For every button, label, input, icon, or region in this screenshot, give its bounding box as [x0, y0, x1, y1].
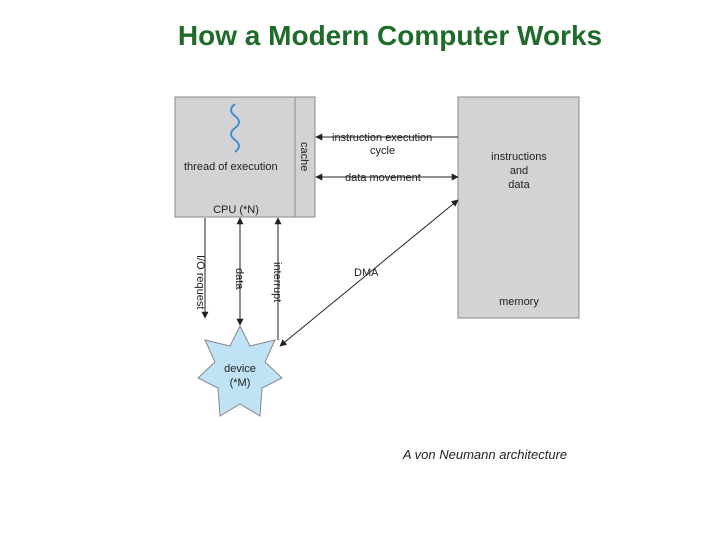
- device-block: device (*M): [197, 324, 283, 417]
- cache-label: cache: [298, 142, 310, 171]
- data-movement-label: data movement: [345, 172, 421, 184]
- data-label: data: [233, 268, 245, 290]
- memory-block: instructions and data memory: [457, 96, 580, 319]
- memory-content-line1: instructions: [491, 151, 547, 163]
- cpu-block: thread of execution cache CPU (*N): [174, 96, 316, 218]
- dma-arrow: [279, 199, 459, 347]
- dma-label: DMA: [354, 267, 379, 279]
- interrupt-label: interrupt: [271, 262, 283, 302]
- page-title: How a Modern Computer Works: [177, 20, 603, 51]
- device-line2: (*M): [230, 377, 251, 389]
- memory-content-line2: and: [510, 165, 528, 177]
- memory-content-line3: data: [508, 179, 530, 191]
- io-request-label: I/O request: [194, 255, 206, 309]
- instruction-label-line2: cycle: [370, 145, 395, 157]
- device-star: [197, 324, 283, 417]
- thread-wave-icon: [230, 103, 240, 153]
- thread-label: thread of execution: [184, 161, 278, 173]
- cpu-label: CPU (*N): [213, 204, 259, 216]
- figure-caption: A von Neumann architecture: [402, 447, 568, 462]
- cpu-box: [174, 96, 316, 218]
- device-line1: device: [224, 363, 256, 375]
- memory-box: [457, 96, 580, 319]
- memory-label: memory: [499, 296, 539, 308]
- instruction-label-line1: instruction execution: [332, 132, 432, 144]
- arrows: instruction execution cycle data movemen…: [194, 132, 459, 347]
